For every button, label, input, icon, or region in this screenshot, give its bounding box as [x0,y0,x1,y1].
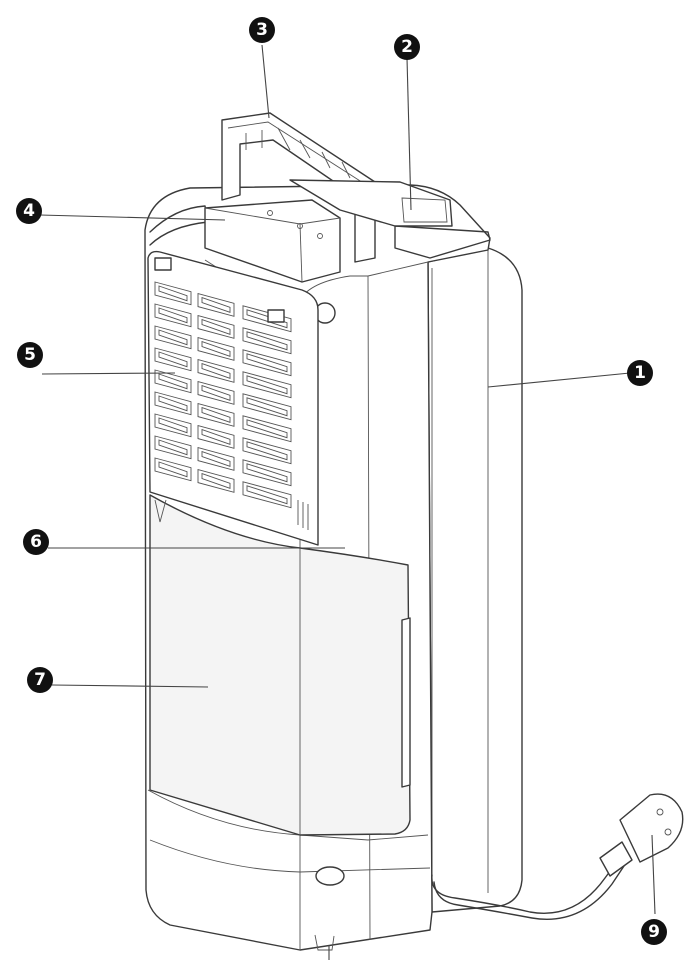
grille-slot [197,381,235,405]
grille-slot-inner [201,472,231,489]
grille-slot-inner [201,296,231,313]
grille-slot [197,293,235,317]
leader-3 [261,44,270,119]
grille-slot-inner [158,439,188,456]
grille-slot [154,457,192,482]
grille-slot [154,347,192,372]
grille-slot [242,415,292,443]
grille-slot-inner [246,353,288,373]
grille-slot [154,281,192,306]
grille-slot [242,327,292,355]
grille-slot-inner [201,406,231,423]
body-side-panel [427,247,523,913]
callout-9: 9 [641,919,667,945]
leader-2 [406,57,412,211]
leader-5 [41,372,176,375]
grille-slot [242,481,292,509]
grille-slot-inner [158,395,188,412]
water-tank [149,494,411,836]
grille-slot-inner [246,375,288,395]
grille-slot [154,435,192,460]
callout-6: 6 [23,529,49,555]
power-cord-plug [431,793,684,920]
grille-slot-inner [201,362,231,379]
grille-slot [197,359,235,383]
grille-slot-inner [246,419,288,439]
callout-7: 7 [27,667,53,693]
callout-1: 1 [627,360,653,386]
grille-slot-inner [246,463,288,483]
grille-slot [242,437,292,465]
grille-slot-inner [246,397,288,417]
top-water-inlet [289,179,453,227]
control-panel [204,199,341,283]
svg-text:2: 2 [401,37,413,57]
svg-text:5: 5 [24,345,36,365]
grille-slot-inner [201,384,231,401]
svg-text:6: 6 [30,532,42,552]
leader-7 [51,684,209,688]
grille-slot-inner [158,373,188,390]
callout-5: 5 [17,342,43,368]
svg-text:9: 9 [648,922,660,942]
grille-slot [197,337,235,361]
grille-slot [154,369,192,394]
grille-slot [242,349,292,377]
grille-slot [242,371,292,399]
leader-4 [39,214,226,221]
grille-slot [197,425,235,449]
callout-4: 4 [16,198,42,224]
grille-slot-inner [158,329,188,346]
grille-slot-inner [201,318,231,335]
air-filter-grille [147,250,319,546]
callout-2: 2 [394,34,420,60]
svg-text:1: 1 [634,363,646,383]
grille-slot-inner [158,307,188,324]
grille-slot-inner [158,417,188,434]
grille-slot [154,413,192,438]
svg-text:3: 3 [256,20,268,40]
grille-slot-inner [158,351,188,368]
grille-slot-inner [201,428,231,445]
grille-slot-inner [158,461,188,478]
grille-slot [154,391,192,416]
grille-slot-inner [158,285,188,302]
callout-3: 3 [249,17,275,43]
grille-slot [154,303,192,328]
grille-slot-inner [246,441,288,461]
grille-slot [242,393,292,421]
grille-slot-inner [246,485,288,505]
grille-slot [197,403,235,427]
grille-slot-inner [246,331,288,351]
leader-lines [39,44,656,960]
leader-9 [651,834,656,915]
svg-text:7: 7 [34,670,46,690]
grille-slot [197,315,235,339]
grille-slot-inner [201,450,231,467]
grille-slot [197,447,235,471]
grille-slot [154,325,192,350]
grille-slot [242,459,292,487]
grille-slot [197,469,235,493]
grille-slot-inner [201,340,231,357]
leader-1 [487,372,631,388]
svg-text:4: 4 [23,201,35,221]
